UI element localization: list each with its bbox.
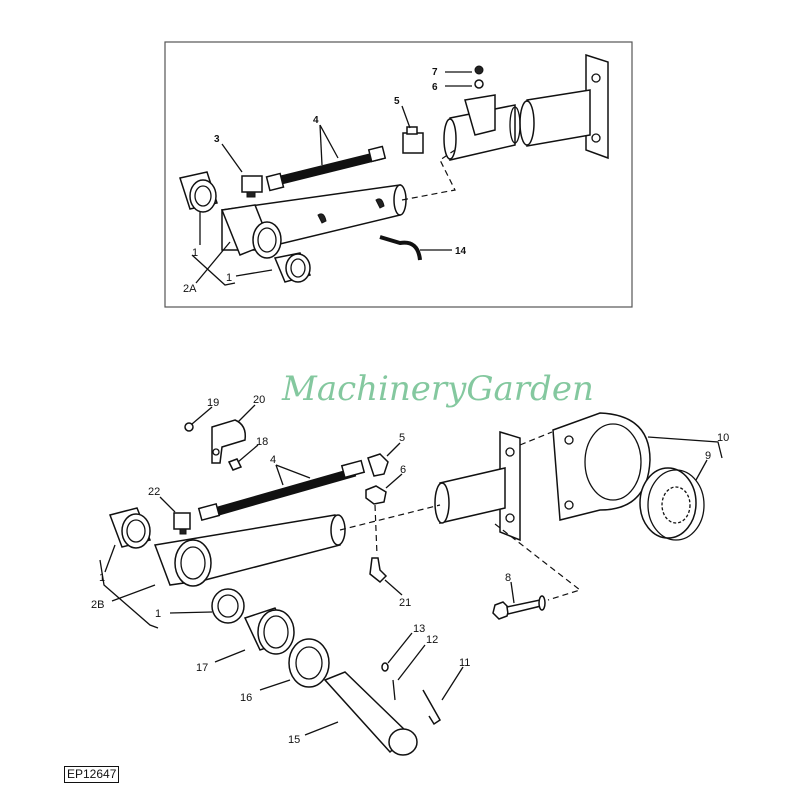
tube-2a: [220, 184, 407, 259]
clip-14: [379, 235, 422, 261]
bracket-10: [552, 412, 651, 521]
bottom-leaders: [99, 404, 723, 736]
bolt-8: [492, 595, 546, 620]
elbow-fitting-5: [402, 126, 424, 154]
callout-1-bottom: 1: [99, 572, 105, 584]
mount-plate: [519, 53, 609, 160]
callout-1: 1: [192, 247, 198, 259]
callout-6: 6: [432, 82, 438, 93]
callout-1-bottom-lower: 1: [155, 608, 161, 620]
callout-17: 17: [196, 662, 208, 674]
callout-16: 16: [240, 692, 252, 704]
bottom-view: 19 20 18 4 5 6 22 10 9 1 2B 1 21 8 17 13…: [91, 394, 729, 756]
elbow-fitting-5-bottom: [365, 453, 389, 505]
washer-16: [288, 638, 330, 688]
fitting-22: [173, 512, 191, 535]
callout-8: 8: [505, 572, 511, 584]
callout-5: 5: [394, 96, 400, 107]
bearing-9: [639, 467, 705, 541]
top-inset: 7 6 5 4 3 1 2A 1 14: [164, 41, 633, 308]
callout-5-bottom: 5: [399, 432, 405, 444]
top-leaders: [191, 71, 472, 286]
tee-housing: [443, 65, 521, 161]
washer-13: [381, 662, 389, 672]
watermark: MachineryGarden: [281, 369, 594, 409]
callout-9: 9: [705, 450, 711, 462]
callout-22: 22: [148, 486, 160, 498]
pin-15: [323, 671, 418, 756]
callout-13: 13: [413, 623, 425, 635]
bushing-17: [243, 607, 295, 655]
fitting-21: [369, 557, 388, 584]
callout-7: 7: [432, 67, 438, 78]
bushing-1-bottom-upper: [109, 507, 152, 549]
callout-1-lower: 1: [226, 272, 232, 284]
mount-plate-bottom: [434, 430, 521, 542]
cotter-pin-12: [392, 679, 396, 701]
tube-2b: [153, 514, 346, 587]
callout-6-bottom: 6: [400, 464, 406, 476]
callout-19: 19: [207, 397, 219, 409]
inset-border: [164, 41, 633, 308]
callout-4: 4: [313, 115, 319, 126]
callout-21: 21: [399, 597, 411, 609]
callout-14: 14: [455, 246, 467, 257]
callout-18: 18: [256, 436, 268, 448]
callout-20: 20: [253, 394, 265, 406]
callout-12: 12: [426, 634, 438, 646]
callout-4-bottom: 4: [270, 454, 276, 466]
bushing-1-upper: [179, 171, 218, 213]
callout-10: 10: [717, 432, 729, 444]
hose-4: [265, 145, 387, 192]
bushing-1-bottom-lower: [211, 588, 245, 624]
bushing-1-lower: [273, 252, 312, 283]
callout-15: 15: [288, 734, 300, 746]
hose-4-bottom: [197, 459, 366, 522]
clamp-20: [184, 419, 247, 471]
bolt-11: [422, 689, 441, 726]
callout-3: 3: [214, 134, 220, 145]
figure-code: EP12647: [64, 766, 120, 783]
fitting-3: [241, 175, 263, 198]
callout-11: 11: [459, 657, 470, 669]
callout-2b: 2B: [91, 599, 104, 611]
callout-2a: 2A: [183, 283, 197, 295]
